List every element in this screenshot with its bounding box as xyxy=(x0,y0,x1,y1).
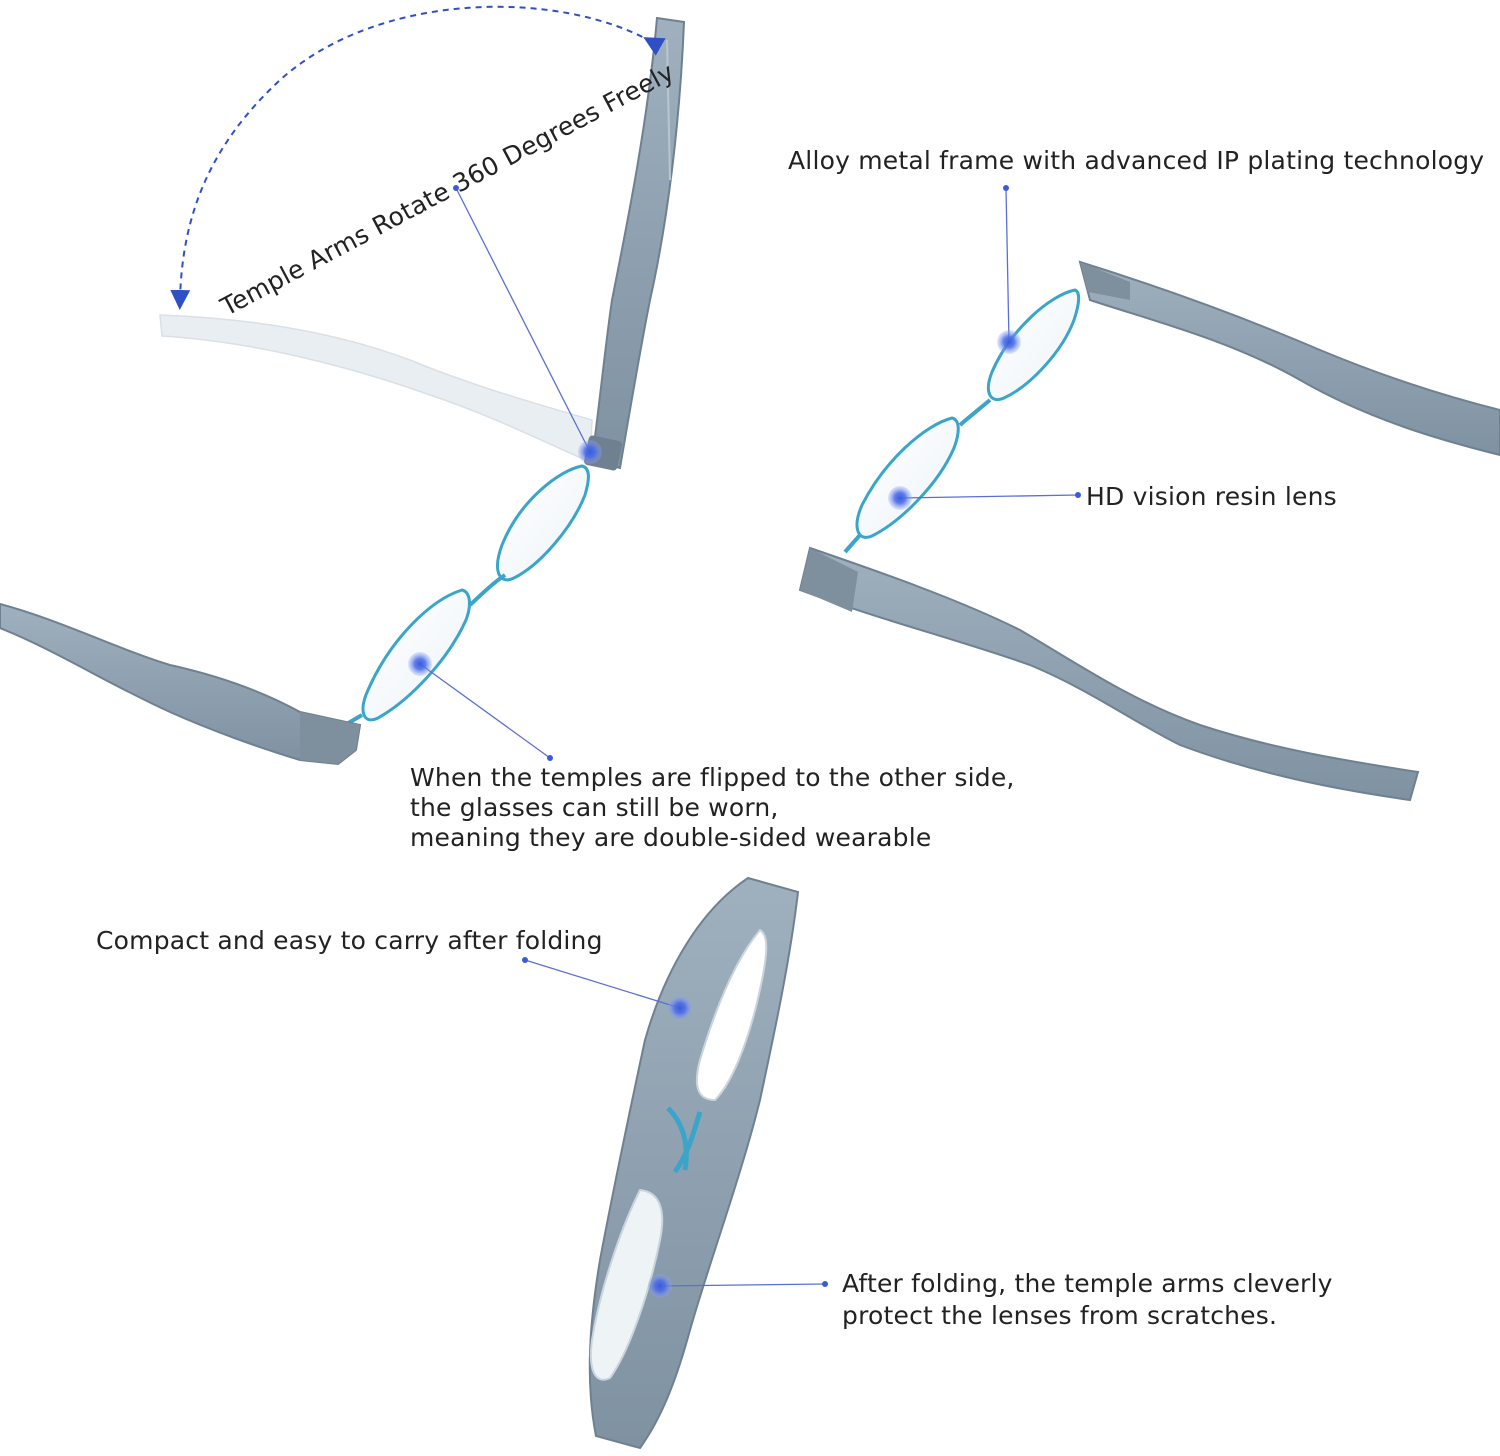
right-lens-upper xyxy=(987,288,1081,401)
ghost-temple-arm xyxy=(159,314,593,464)
lens-upper xyxy=(496,464,590,582)
lower-temple-tip xyxy=(300,712,360,764)
label-protect-line-2: protect the lenses from scratches. xyxy=(842,1301,1278,1330)
label-double-sided-line-2: the glasses can still be worn, xyxy=(410,793,779,822)
label-protect-line-1: After folding, the temple arms cleverly xyxy=(842,1269,1333,1298)
label-protect-lenses: After folding, the temple arms cleverly … xyxy=(842,1268,1333,1332)
label-double-sided-line-1: When the temples are flipped to the othe… xyxy=(410,763,1015,792)
bridge xyxy=(468,573,507,607)
callout-dot-icon xyxy=(888,486,912,510)
glasses-folded xyxy=(588,876,800,1450)
label-double-sided-line-3: meaning they are double-sided wearable xyxy=(410,823,932,852)
folded-lens-lower xyxy=(590,1188,664,1381)
glasses-front xyxy=(798,260,1500,802)
right-upper-temple-arm xyxy=(1078,260,1500,457)
label-alloy-frame: Alloy metal frame with advanced IP plati… xyxy=(788,146,1485,175)
callout-dot-icon xyxy=(547,755,553,761)
callout-dot-icon xyxy=(1075,492,1081,498)
callout-dot-icon xyxy=(453,185,459,191)
label-compact: Compact and easy to carry after folding xyxy=(96,926,603,955)
callout-dot-icon xyxy=(997,330,1021,354)
callout-dot-icon xyxy=(408,652,432,676)
callout-dot-icon xyxy=(522,957,528,963)
label-hd-lens: HD vision resin lens xyxy=(1086,482,1337,511)
callout-dot-icon xyxy=(578,440,602,464)
right-lens-lower xyxy=(855,416,960,539)
callout-dot-icon xyxy=(668,996,692,1020)
folded-outer-arm xyxy=(588,876,800,1450)
callout-dots xyxy=(408,185,1081,1298)
callout-dot-icon xyxy=(822,1281,828,1287)
label-double-sided: When the temples are flipped to the othe… xyxy=(410,763,1015,853)
callout-dot-icon xyxy=(648,1274,672,1298)
callout-lines xyxy=(419,187,1079,1287)
folded-bridge xyxy=(666,1106,703,1174)
right-lower-temple-arm xyxy=(798,546,1420,802)
dashed-curved-arrow-icon xyxy=(170,5,666,310)
right-hinge xyxy=(800,548,858,612)
folded-lens-upper xyxy=(695,928,768,1102)
callout-dot-icon xyxy=(1003,185,1009,191)
